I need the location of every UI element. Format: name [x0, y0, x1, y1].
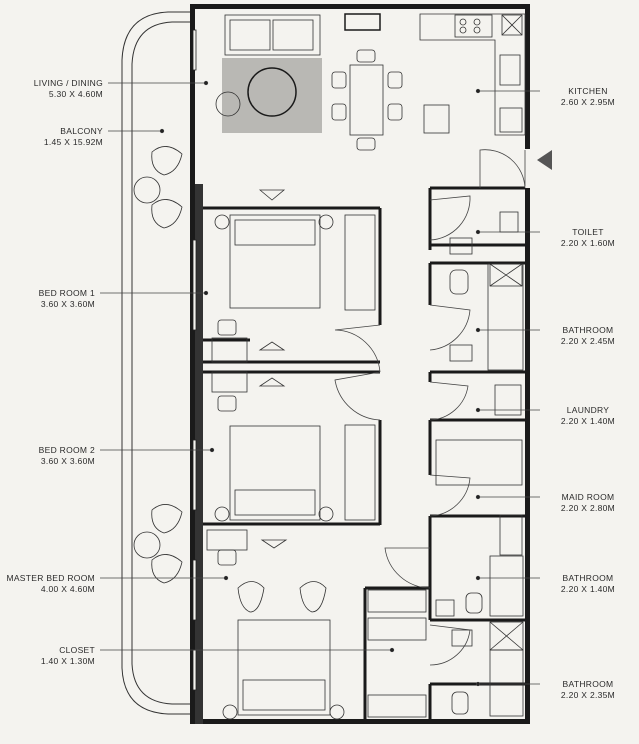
- label-bath3: BATHROOM 2.20 X 2.35M: [542, 679, 634, 701]
- room-dims: 2.60 X 2.95M: [560, 97, 616, 107]
- label-bed1: BED ROOM 1 3.60 X 3.60M: [39, 288, 95, 310]
- balcony-furniture: [133, 146, 183, 584]
- label-kitchen: KITCHEN 2.60 X 2.95M: [542, 86, 634, 108]
- room-dims: 2.20 X 2.80M: [560, 503, 616, 513]
- room-dims: 2.20 X 2.35M: [560, 690, 616, 700]
- room-name: BED ROOM 1: [38, 288, 95, 298]
- label-bed2: BED ROOM 2 3.60 X 3.60M: [39, 445, 95, 467]
- balcony-outline: [121, 11, 192, 715]
- bed2-furniture: [211, 341, 376, 522]
- room-name: KITCHEN: [568, 86, 608, 96]
- room-name: BATHROOM: [562, 679, 614, 689]
- label-maid: MAID ROOM 2.20 X 2.80M: [542, 492, 634, 514]
- room-name: CLOSET: [59, 645, 95, 655]
- label-balcony: BALCONY 1.45 X 15.92M: [44, 126, 103, 148]
- room-name: BATHROOM: [562, 325, 614, 335]
- room-name: TOILET: [572, 227, 604, 237]
- label-bath1: BATHROOM 2.20 X 2.45M: [542, 325, 634, 347]
- label-toilet: TOILET 2.20 X 1.60M: [542, 227, 634, 249]
- room-dims: 5.30 X 4.60M: [48, 89, 103, 99]
- walls: [190, 4, 530, 724]
- bed1-furniture: [211, 189, 376, 363]
- room-dims: 1.40 X 1.30M: [40, 656, 95, 666]
- room-dims: 3.60 X 3.60M: [40, 299, 95, 309]
- room-dims: 1.45 X 15.92M: [43, 137, 103, 147]
- label-closet: CLOSET 1.40 X 1.30M: [41, 645, 95, 667]
- master-furniture: [206, 529, 345, 720]
- closet-furniture: [367, 589, 427, 718]
- room-name: MASTER BED ROOM: [6, 573, 95, 583]
- leader-lines: [100, 80, 540, 687]
- room-dims: 2.20 X 1.40M: [560, 584, 616, 594]
- label-master: MASTER BED ROOM 4.00 X 4.60M: [6, 573, 95, 595]
- label-laundry: LAUNDRY 2.20 X 1.40M: [542, 405, 634, 427]
- room-name: BALCONY: [60, 126, 103, 136]
- room-dims: 2.20 X 1.40M: [560, 416, 616, 426]
- label-living: LIVING / DINING 5.30 X 4.60M: [34, 78, 103, 100]
- room-name: MAID ROOM: [561, 492, 615, 502]
- room-name: BED ROOM 2: [38, 445, 95, 455]
- kitchen-furniture: [419, 13, 526, 136]
- entrance-arrow-icon: [537, 150, 552, 170]
- living-furniture: [215, 13, 403, 151]
- room-dims: 4.00 X 4.60M: [40, 584, 95, 594]
- door-swings: [334, 149, 526, 666]
- room-name: LAUNDRY: [566, 405, 610, 415]
- wet-area-fixtures: [435, 211, 524, 717]
- room-dims: 3.60 X 3.60M: [40, 456, 95, 466]
- interior-walls: [203, 186, 525, 719]
- room-name: BATHROOM: [562, 573, 614, 583]
- room-dims: 2.20 X 2.45M: [560, 336, 616, 346]
- room-dims: 2.20 X 1.60M: [560, 238, 616, 248]
- label-bath2: BATHROOM 2.20 X 1.40M: [542, 573, 634, 595]
- room-name: LIVING / DINING: [33, 78, 103, 88]
